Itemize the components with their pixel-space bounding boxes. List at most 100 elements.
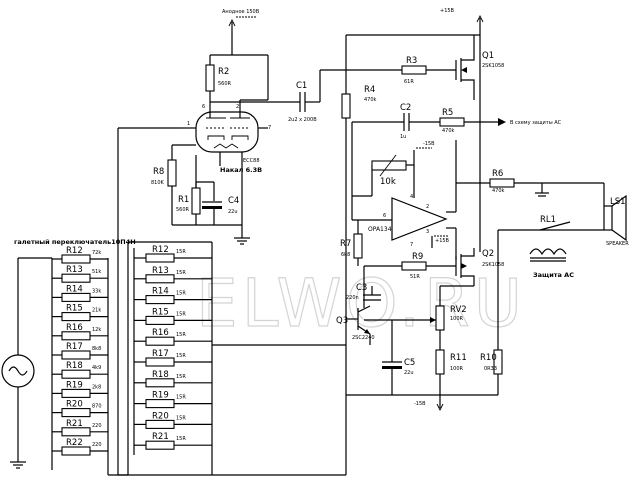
opamp-pin-2: 2 xyxy=(426,204,429,210)
opamp-pin-6: 6 xyxy=(383,213,386,219)
value-r8: 810K xyxy=(151,180,165,186)
ladder-right-resistor xyxy=(145,419,175,429)
label-ls1: LS1 xyxy=(610,197,626,207)
q3-arrow-icon xyxy=(364,329,370,334)
ladder-right-label: R16 xyxy=(152,328,169,338)
ladder-left-resistor xyxy=(61,427,91,437)
ladder-left-resistor xyxy=(61,388,91,398)
ladder-left-value: 8k8 xyxy=(92,346,101,352)
label-c3: C3 xyxy=(356,283,367,293)
label-r4: R4 xyxy=(364,85,375,95)
label-r9: R9 xyxy=(412,252,423,262)
ladder-right-resistor xyxy=(145,253,175,263)
ladder-right-label: R14 xyxy=(152,287,169,297)
label-plus15-opamp: +15В xyxy=(435,238,450,244)
ladder-right-label: R20 xyxy=(152,411,169,421)
ladder-right-resistor xyxy=(145,274,175,284)
value-c2: 1u xyxy=(400,134,406,140)
label-r10: R10 xyxy=(480,353,497,363)
ladder-left-label: R14 xyxy=(66,284,83,294)
speaker-coil xyxy=(603,205,613,231)
ladder-left-resistor xyxy=(61,446,91,456)
ladder-right-label: R13 xyxy=(152,266,169,276)
potentiometer-10k xyxy=(371,160,407,171)
label-rv2: RV2 xyxy=(450,305,467,315)
ladder-right-resistor xyxy=(145,357,175,367)
value-r2: 560R xyxy=(218,81,232,87)
arrow-right-icon xyxy=(498,118,506,126)
label-r1: R1 xyxy=(178,195,189,205)
ladder-left-label: R13 xyxy=(66,265,83,275)
label-r2: R2 xyxy=(218,67,229,77)
ladder-left-value: 21k xyxy=(92,308,101,314)
ladder-right-label: R12 xyxy=(152,245,169,255)
value-r4: 470k xyxy=(364,97,377,103)
value-r9: 51R xyxy=(410,274,420,280)
ladder-left-resistor xyxy=(61,273,91,283)
ladder-left-label: R15 xyxy=(66,304,83,314)
tube-cathode-2 xyxy=(231,135,249,140)
value-q3: 2SC2240 xyxy=(352,335,375,341)
value-r10: 0R33 xyxy=(484,366,497,372)
resistor-r4 xyxy=(341,93,351,119)
opamp-pin-3: 3 xyxy=(426,229,429,235)
label-minus15-bottom: -15В xyxy=(414,401,426,407)
ladder-right-value: 15R xyxy=(176,415,186,421)
ladder-right-label: R19 xyxy=(152,391,169,401)
value-r3: 61R xyxy=(404,79,414,85)
q1-arrow-icon xyxy=(461,67,467,73)
capacitor-c4-plate-2 xyxy=(202,206,222,209)
ladder-right-label: R15 xyxy=(152,307,169,317)
ladder-right-resistor xyxy=(145,399,175,409)
value-r6: 470k xyxy=(492,188,505,194)
ladder-right-value: 15R xyxy=(176,395,186,401)
label-c4: C4 xyxy=(228,196,239,206)
plus15-terminal-icon xyxy=(476,14,484,23)
ladder-left-resistor xyxy=(61,350,91,360)
label-rl1: RL1 xyxy=(540,215,556,225)
rv2-wiper-icon xyxy=(430,317,436,323)
label-q2: Q2 xyxy=(482,249,494,259)
value-q1: 2SK1058 xyxy=(482,63,504,69)
ladder-left-label: R20 xyxy=(66,400,83,410)
tube-pin-2: 2 xyxy=(236,104,239,110)
ladder-right-value: 15R xyxy=(176,291,186,297)
anode-terminal-icon xyxy=(228,18,236,27)
q1-drain xyxy=(461,35,475,61)
ladder-left-label: R18 xyxy=(66,361,83,371)
label-pot: 10k xyxy=(380,177,396,187)
label-q1: Q1 xyxy=(482,51,494,61)
tube-pin-1: 1 xyxy=(187,121,190,127)
capacitor-c5-plate-2 xyxy=(382,366,402,369)
ladder-left-label: R16 xyxy=(66,323,83,333)
resistor-r10 xyxy=(493,349,503,375)
label-r3: R3 xyxy=(406,56,417,66)
ladder-right-resistor xyxy=(145,440,175,450)
label-r11: R11 xyxy=(450,353,467,363)
resistor-r9 xyxy=(401,261,427,271)
label-q3: Q3 xyxy=(336,316,348,326)
relay-coil-icon xyxy=(529,248,567,256)
ac-sine-icon xyxy=(8,366,28,376)
label-opamp: OPA134 xyxy=(368,226,392,233)
ladder-left-value: 4k9 xyxy=(92,365,101,371)
resistor-r8 xyxy=(167,159,177,187)
value-c4: 22u xyxy=(228,209,238,215)
q3-collector xyxy=(357,305,371,313)
ladder-left-resistor xyxy=(61,331,91,341)
opamp-pin-4: 4 xyxy=(410,194,413,200)
ladder-left-resistor xyxy=(61,369,91,379)
label-heater: Накал 6.3В xyxy=(220,166,262,174)
ladder-right-label: R18 xyxy=(152,370,169,380)
value-q2: 2SK1058 xyxy=(482,262,504,268)
resistor-r2 xyxy=(205,64,215,92)
ladder-left-resistor xyxy=(61,312,91,322)
ladder-right-resistor xyxy=(145,378,175,388)
q2-drain xyxy=(461,248,475,257)
tube-cathode-1 xyxy=(207,135,225,140)
pot-wiper-icon xyxy=(379,154,397,177)
resistor-r7 xyxy=(353,233,363,259)
